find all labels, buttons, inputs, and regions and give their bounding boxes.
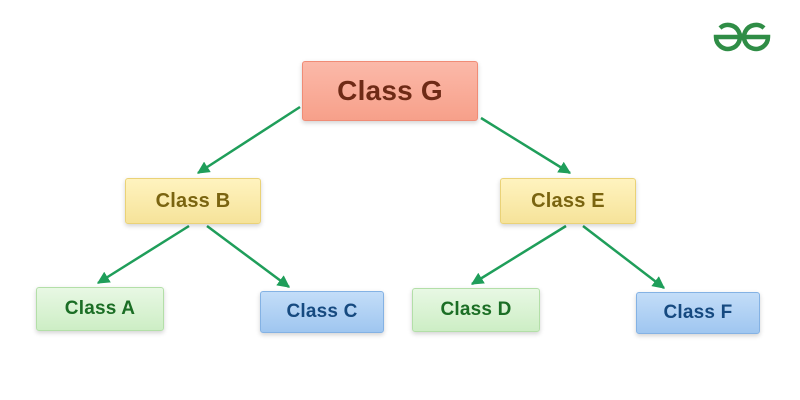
- node-label: Class D: [440, 299, 512, 320]
- node-label: Class B: [155, 189, 231, 212]
- arrow-g-to-e: [480, 116, 572, 175]
- node-class-g: Class G: [302, 61, 478, 121]
- arrow-e-to-f: [582, 225, 665, 289]
- arrow-g-to-b: [196, 105, 301, 175]
- node-label: Class G: [337, 75, 443, 106]
- node-label: Class C: [286, 301, 358, 322]
- node-class-d: Class D: [412, 288, 540, 332]
- arrow-e-to-d: [470, 224, 567, 286]
- node-class-a: Class A: [36, 287, 164, 331]
- node-class-c: Class C: [260, 291, 384, 333]
- node-class-e: Class E: [500, 178, 636, 224]
- node-class-b: Class B: [125, 178, 261, 224]
- node-class-f: Class F: [636, 292, 760, 334]
- node-label: Class E: [531, 189, 605, 212]
- node-label: Class A: [64, 298, 136, 319]
- node-label: Class F: [663, 302, 733, 323]
- arrow-b-to-c: [206, 224, 291, 289]
- arrow-b-to-a: [96, 224, 190, 285]
- geeksforgeeks-logo-icon: [713, 22, 771, 52]
